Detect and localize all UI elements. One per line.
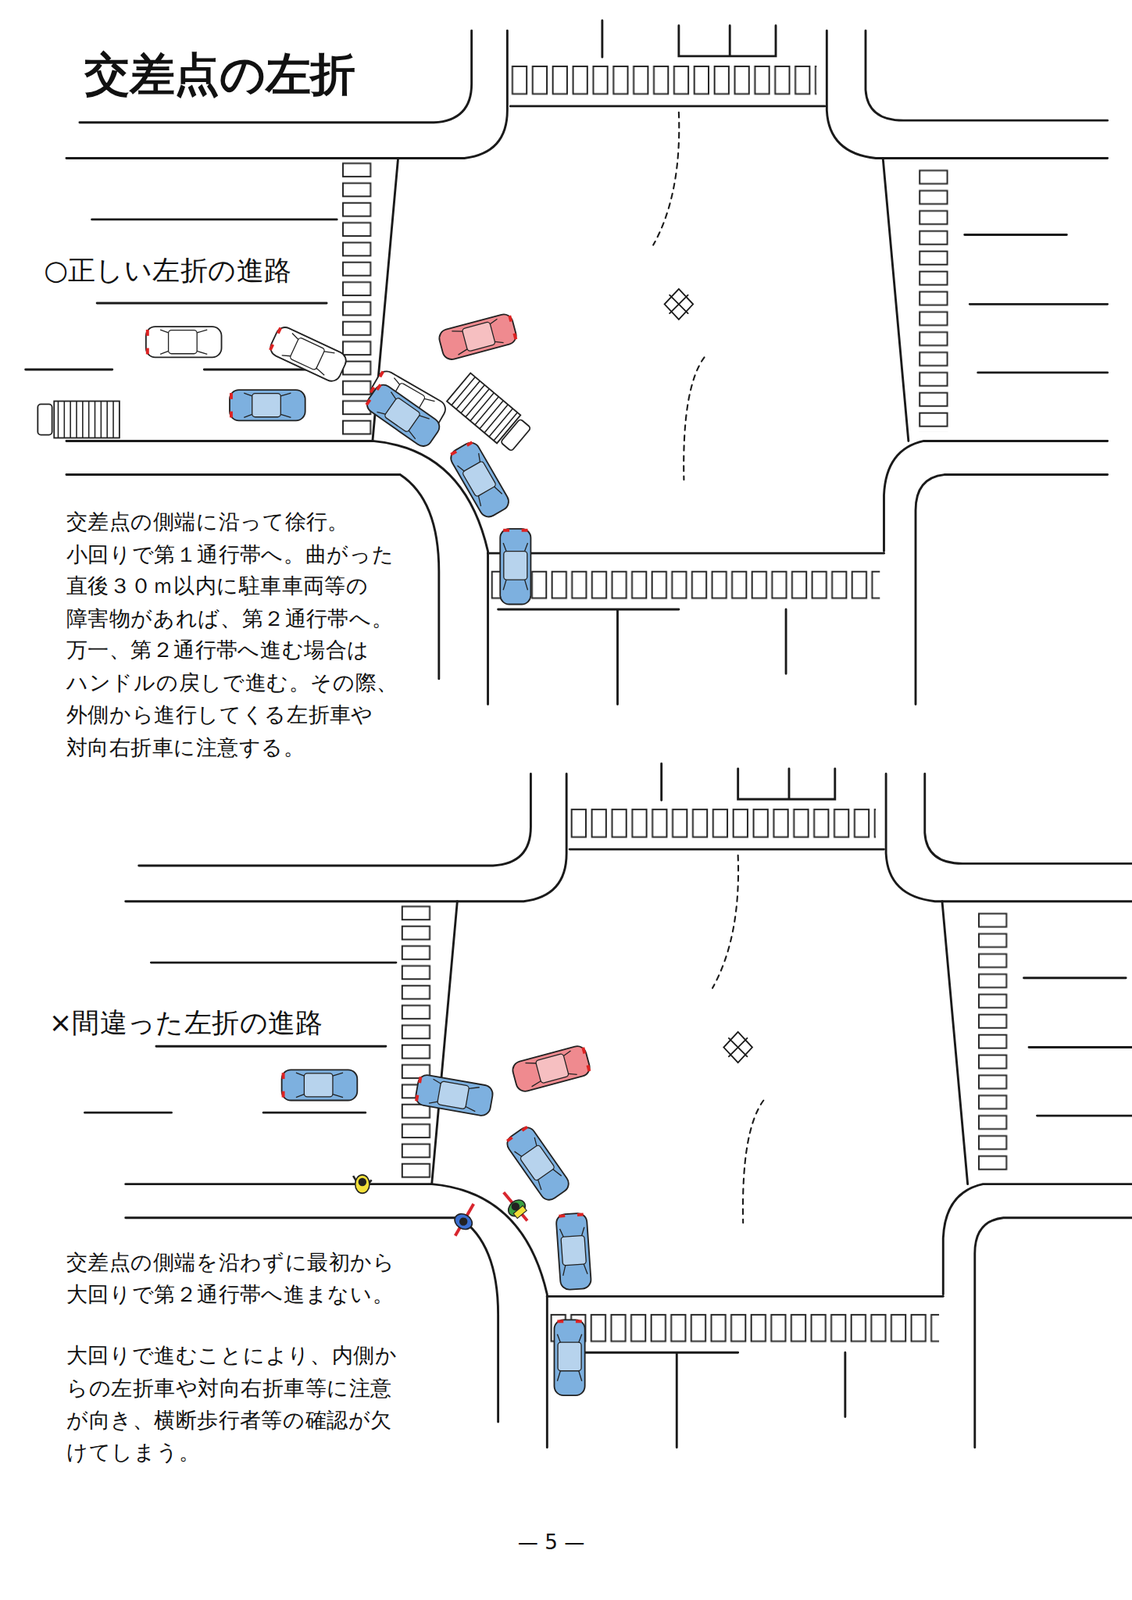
car-white (146, 326, 222, 358)
road-drawing (503, 1192, 528, 1221)
explanation-text: 交差点の側端に沿って徐行。 小回りで第１通行帯へ。曲がった 直後３０ｍ以内に駐車… (66, 506, 412, 764)
car-blue (282, 1069, 358, 1100)
car-blue (499, 528, 531, 605)
car-blue (363, 381, 443, 450)
car-blue (447, 439, 512, 520)
car-blue (414, 1073, 494, 1117)
car-white (267, 324, 349, 384)
road-drawing (358, 1178, 367, 1186)
road-drawing (457, 1215, 469, 1227)
car-red (510, 1044, 593, 1094)
cyclist (496, 1186, 535, 1227)
truck (37, 400, 120, 438)
explanation-text: 交差点の側端を沿わずに最初から 大回りで第２通行帯へ進まない。 (66, 1247, 412, 1311)
section-heading: ×間違った左折の進路 (46, 1004, 327, 1041)
page-title: 交差点の左折 (82, 44, 359, 105)
section-heading: ○正しい左折の進路 (40, 252, 295, 289)
road-drawing (505, 1196, 529, 1220)
car-blue (555, 1212, 592, 1290)
pedestrian (353, 1174, 372, 1194)
explanation-text: 大回りで進むことにより、内側か らの左折車や対向右折車等に注意 が向き、横断歩行… (66, 1340, 412, 1470)
road-drawing (451, 1210, 475, 1233)
intersection-top (25, 20, 1108, 704)
car-blue (553, 1319, 585, 1396)
car-blue (229, 389, 306, 421)
car-blue (503, 1124, 573, 1204)
road-drawing (509, 1200, 522, 1213)
car-red (437, 312, 519, 362)
cyclist (447, 1199, 483, 1240)
road-drawing (355, 1174, 370, 1194)
truck (446, 373, 533, 454)
page-number: — 5 — (514, 1528, 588, 1556)
